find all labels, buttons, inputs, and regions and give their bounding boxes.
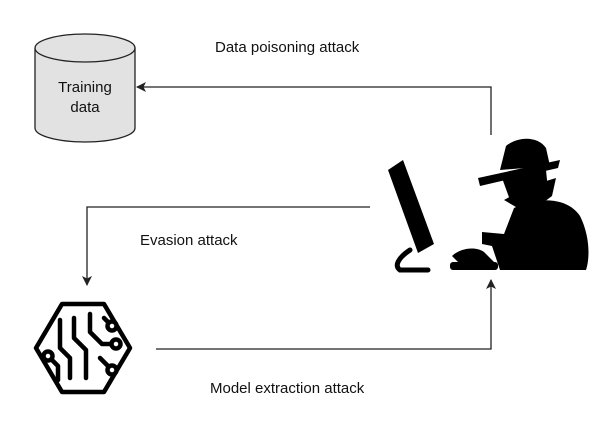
evasion-label: Evasion attack <box>140 232 238 249</box>
model-extraction-label: Model extraction attack <box>210 380 365 397</box>
model-extraction-edge: Model extraction attack <box>156 279 496 397</box>
data-poisoning-edge: Data poisoning attack <box>136 39 492 135</box>
data-poisoning-label: Data poisoning attack <box>215 39 360 56</box>
monitor-icon <box>388 160 434 253</box>
evasion-arrow <box>82 206 370 286</box>
hacker-at-computer-icon <box>388 138 589 273</box>
cylinder-body <box>34 48 136 143</box>
data-poisoning-arrow <box>136 82 492 135</box>
training-data-node: Training data <box>34 33 136 143</box>
keyboard-icon <box>450 262 498 270</box>
monitor-stand-icon <box>394 247 431 273</box>
evasion-edge: Evasion attack <box>82 206 370 286</box>
training-data-label-line2: data <box>70 99 100 116</box>
training-data-label-line1: Training <box>58 79 112 96</box>
model-extraction-arrow <box>156 279 496 350</box>
brain-circuit-icon <box>33 301 133 395</box>
cylinder-top <box>34 33 136 63</box>
